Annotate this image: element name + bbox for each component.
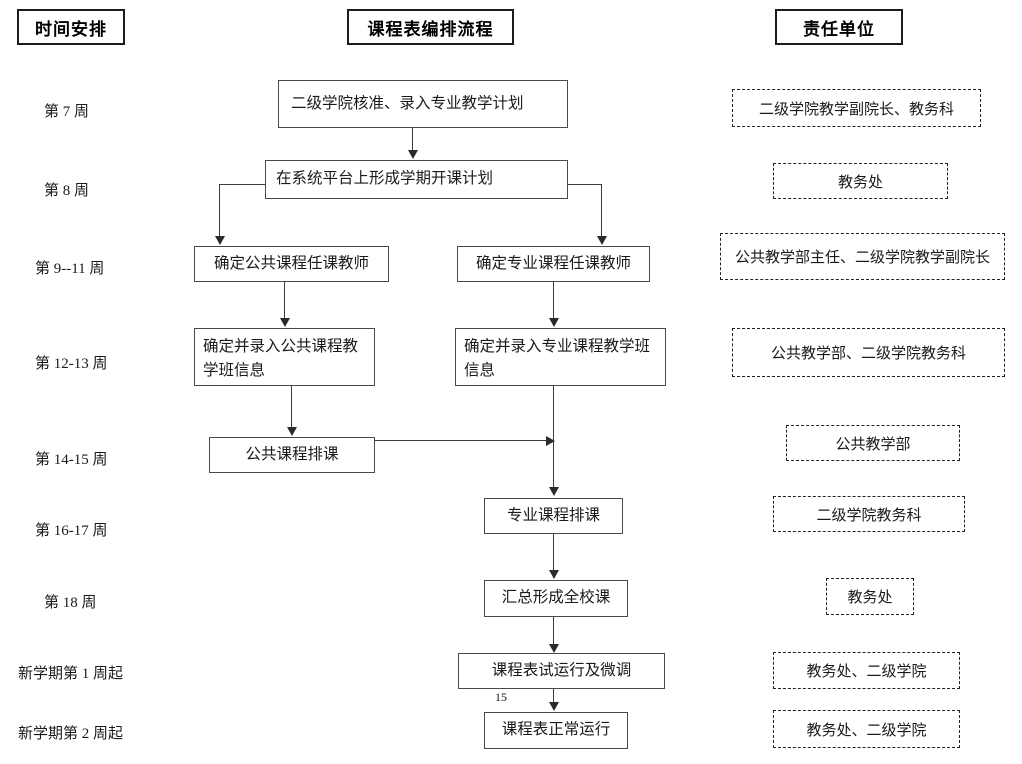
connector-public-classinfo-to-schedule: [291, 386, 293, 429]
column-header-time-label: 时间安排: [35, 19, 107, 39]
timeline-label-week8: 第 8 周: [44, 183, 90, 199]
responsibility-box-new-week2[interactable]: 教务处、二级学院: [773, 710, 960, 748]
process-box-approve-plan[interactable]: 二级学院核准、录入专业教学计划: [278, 80, 568, 128]
process-box-normal-run-timetable[interactable]: 课程表正常运行: [484, 712, 628, 749]
connector-compile-to-trial: [553, 617, 555, 646]
process-box-trial-run-timetable[interactable]: 课程表试运行及微调: [458, 653, 665, 689]
timeline-label-new-week1: 新学期第 1 周起: [18, 666, 124, 682]
arrowhead-compile: [549, 570, 559, 579]
column-header-process-label: 课程表编排流程: [367, 19, 494, 39]
process-box-normal-run-timetable-label: 课程表正常运行: [501, 721, 611, 739]
process-box-assign-major-teacher-label: 确定专业课程任课教师: [475, 254, 631, 272]
column-header-responsibility-label: 责任单位: [803, 19, 875, 39]
responsibility-box-week18-label: 教务处: [847, 590, 893, 606]
process-box-trial-run-timetable-label: 课程表试运行及微调: [491, 661, 632, 679]
timeline-label-new-week2: 新学期第 2 周起: [18, 726, 124, 742]
connector-major-schedule-to-compile: [553, 534, 555, 572]
column-header-responsibility: 责任单位: [775, 9, 903, 45]
arrowhead-major-classinfo: [549, 318, 559, 327]
connector-public-teacher-to-classinfo: [284, 282, 286, 320]
arrowhead-formplan: [408, 150, 418, 159]
timeline-label-week7: 第 7 周: [44, 104, 90, 120]
responsibility-box-week18[interactable]: 教务处: [826, 578, 914, 615]
timeline-label-week9-11: 第 9--11 周: [35, 261, 105, 277]
responsibility-box-week8-label: 教务处: [837, 174, 883, 191]
arrowhead-normal: [549, 702, 559, 711]
responsibility-box-week16-17-label: 二级学院教务科: [816, 507, 922, 524]
process-box-schedule-major-courses-label: 专业课程排课: [506, 506, 600, 524]
process-box-schedule-major-courses[interactable]: 专业课程排课: [484, 498, 623, 534]
process-box-form-course-plan-label: 在系统平台上形成学期开课计划: [276, 170, 494, 188]
timeline-label-week14-15: 第 14-15 周: [35, 452, 108, 468]
connector-formplan-right-horizontal: [567, 184, 602, 186]
column-header-process: 课程表编排流程: [347, 9, 514, 45]
responsibility-box-week14-15[interactable]: 公共教学部: [786, 425, 960, 461]
arrowhead-trial: [549, 644, 559, 653]
connector-approve-to-formplan: [412, 128, 414, 152]
responsibility-box-week7[interactable]: 二级学院教学副院长、教务科: [732, 89, 981, 127]
responsibility-box-week9-11[interactable]: 公共教学部主任、二级学院教学副院长: [720, 233, 1005, 280]
page-number: 15: [495, 690, 507, 704]
arrowhead-public-teacher: [215, 236, 225, 245]
process-box-enter-public-class-info[interactable]: 确定并录入公共课程教学班信息: [194, 328, 375, 386]
timeline-label-week16-17: 第 16-17 周: [35, 523, 108, 539]
connector-public-schedule-merge: [375, 440, 549, 442]
responsibility-box-new-week2-label: 教务处、二级学院: [806, 722, 927, 739]
process-box-form-course-plan[interactable]: 在系统平台上形成学期开课计划: [265, 160, 568, 199]
responsibility-box-week7-label: 二级学院教学副院长、教务科: [758, 101, 954, 118]
process-box-enter-major-class-info-label: 确定并录入专业课程教学班信息: [464, 338, 651, 380]
process-box-compile-school-timetable[interactable]: 汇总形成全校课: [484, 580, 628, 617]
responsibility-box-week8[interactable]: 教务处: [773, 163, 948, 199]
connector-formplan-left-horizontal: [219, 184, 266, 186]
arrowhead-merge-right: [546, 436, 555, 446]
responsibility-box-new-week1-label: 教务处、二级学院: [806, 664, 927, 680]
timeline-label-week18: 第 18 周: [44, 595, 97, 611]
responsibility-box-week14-15-label: 公共教学部: [835, 436, 911, 453]
column-header-time: 时间安排: [17, 9, 125, 45]
responsibility-box-week12-13-label: 公共教学部、二级学院教务科: [770, 346, 966, 362]
process-box-compile-school-timetable-label: 汇总形成全校课: [501, 589, 611, 607]
connector-major-teacher-to-classinfo: [553, 282, 555, 320]
process-box-assign-major-teacher[interactable]: 确定专业课程任课教师: [457, 246, 650, 282]
process-box-assign-public-teacher-label: 确定公共课程任课教师: [213, 254, 369, 272]
process-box-approve-plan-label: 二级学院核准、录入专业教学计划: [291, 94, 524, 112]
connector-formplan-right-vertical: [601, 184, 603, 238]
arrowhead-public-classinfo: [280, 318, 290, 327]
process-box-assign-public-teacher[interactable]: 确定公共课程任课教师: [194, 246, 389, 282]
responsibility-box-week16-17[interactable]: 二级学院教务科: [773, 496, 965, 532]
process-box-schedule-public-courses-label: 公共课程排课: [245, 445, 339, 463]
connector-trial-to-normal: [553, 689, 555, 705]
process-box-schedule-public-courses[interactable]: 公共课程排课: [209, 437, 375, 473]
responsibility-box-week9-11-label: 公共教学部主任、二级学院教学副院长: [734, 250, 990, 266]
responsibility-box-new-week1[interactable]: 教务处、二级学院: [773, 652, 960, 689]
connector-formplan-left-vertical: [219, 184, 221, 238]
arrowhead-public-schedule: [287, 427, 297, 436]
process-box-enter-public-class-info-label: 确定并录入公共课程教学班信息: [203, 338, 359, 380]
responsibility-box-week12-13[interactable]: 公共教学部、二级学院教务科: [732, 328, 1005, 377]
timeline-label-week12-13: 第 12-13 周: [35, 356, 108, 372]
arrowhead-major-teacher: [597, 236, 607, 245]
process-box-enter-major-class-info[interactable]: 确定并录入专业课程教学班信息: [455, 328, 666, 386]
arrowhead-major-schedule: [549, 487, 559, 496]
